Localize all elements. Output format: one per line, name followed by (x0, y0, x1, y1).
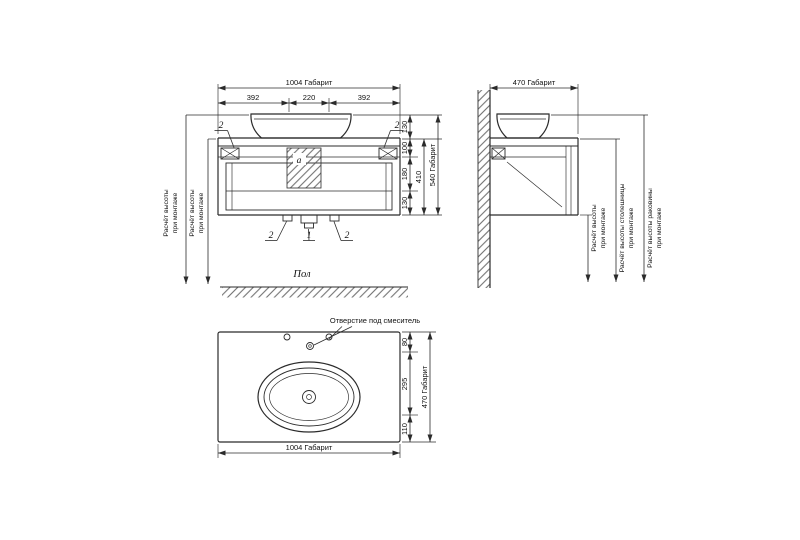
faucet-hole-center (306, 342, 314, 350)
faucet-hole-label: Отверстие под смеситель (330, 316, 420, 325)
side-right-mount-notes: Расчёт высоты при монтаже Расчёт высоты … (551, 114, 663, 282)
drain-hole (302, 390, 316, 404)
basin-plan (257, 361, 361, 433)
dim-cabinet-height: 410 (414, 171, 423, 184)
floor-label: Пол (292, 269, 311, 280)
note-sink-line1: Расчёт высоты раковины (647, 188, 654, 268)
cabinet-side-outline (490, 137, 579, 216)
section-hatch-area: a (286, 147, 322, 189)
dim-total-height: 540 Габарит (428, 143, 437, 186)
dim-top-total-depth: 470 Габарит (420, 365, 429, 408)
mounting-bracket-left (220, 147, 240, 160)
floor: Пол (220, 269, 408, 298)
note-mount-1-line1: Расчёт высоты (163, 189, 170, 236)
note-mount-1-line2: при монтаже (172, 193, 179, 234)
dim-width-center: 220 (303, 93, 316, 102)
dim-width-left: 392 (247, 93, 260, 102)
callout-2-bottom-left: 2 (269, 231, 274, 241)
faucet-hole-right (325, 333, 333, 341)
callout-a-label: a (297, 156, 302, 166)
note-countertop-line2: при монтаже (628, 208, 635, 249)
note-mount-2-line2: при монтаже (198, 193, 205, 234)
dim-width-right: 392 (358, 93, 371, 102)
callout-top-right: 2 (383, 121, 404, 148)
dim-side-total-depth: 470 Габарит (513, 78, 556, 87)
dim-mid-height: 180 (400, 168, 409, 181)
note-side-mount-line1: Расчёт высоты (591, 204, 598, 251)
top-right-dimensions: 80 295 110 470 Габарит (400, 331, 436, 443)
wall (477, 90, 491, 288)
dim-front-total-width: 1004 Габарит (286, 78, 333, 87)
callout-top-left: 2 (214, 121, 235, 148)
callout-2-top-right: 2 (395, 121, 400, 131)
vessel-sink-side (496, 113, 550, 139)
mounting-bracket-right (378, 147, 398, 160)
countertop-plan (217, 331, 401, 443)
note-sink-line2: при монтаже (656, 208, 663, 249)
side-top-dimension: 470 Габарит (489, 78, 579, 134)
front-left-mount-notes: Расчёт высоты при монтаже Расчёт высоты … (163, 114, 249, 284)
callout-2-top-left: 2 (219, 121, 224, 131)
front-view: a 2 2 2 1 2 (163, 78, 442, 298)
dim-middle-offset: 295 (400, 378, 409, 391)
callout-2-bottom-right: 2 (345, 231, 350, 241)
note-mount-2-line1: Расчёт высоты (189, 189, 196, 236)
faucet-hole-left (283, 333, 291, 341)
vessel-sink-front (250, 113, 352, 139)
floor-hatch (222, 287, 408, 298)
front-right-dimensions: 130 100 180 130 410 540 Габарит (353, 114, 442, 216)
note-side-mount-line2: при монтаже (600, 208, 607, 249)
top-view: Отверстие под смеситель (217, 316, 436, 458)
dim-back-offset: 80 (400, 338, 409, 346)
side-view: 470 Габарит Расчёт высоты при монтаже Ра… (477, 78, 663, 288)
dim-sink-height: 130 (400, 121, 409, 134)
faucet-hole-callout: Отверстие под смеситель (313, 316, 420, 346)
dim-top-total-width: 1004 Габарит (286, 443, 333, 452)
dim-bottom-height: 130 (400, 197, 409, 210)
drain-and-feet (282, 214, 340, 229)
wall-hatch (478, 90, 490, 288)
top-bottom-dimension: 1004 Габарит (217, 443, 401, 458)
callouts-bottom: 2 1 2 (265, 221, 353, 241)
front-top-dimensions: 1004 Габарит 392 220 392 (217, 78, 401, 134)
note-countertop-line1: Расчёт высоты столешницы (619, 183, 626, 272)
dim-front-offset: 110 (400, 423, 409, 435)
dim-top-height: 100 (400, 142, 409, 155)
